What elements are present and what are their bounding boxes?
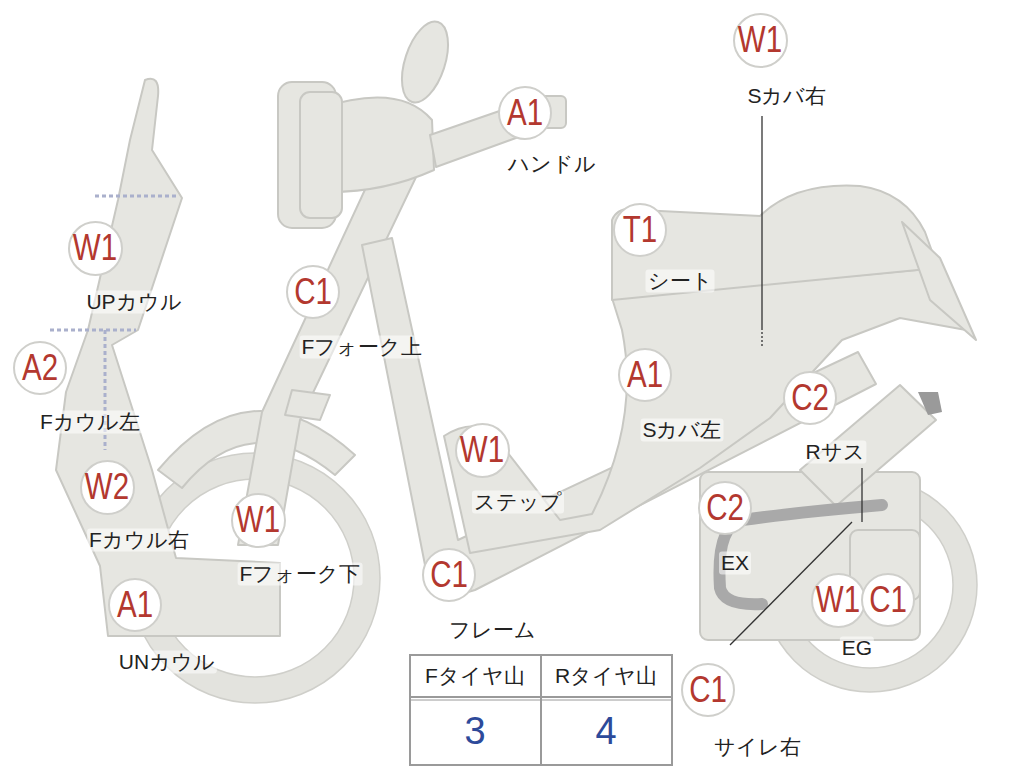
- callout-circle: T1シート: [613, 203, 667, 257]
- callout-circle: C1サイレ右: [681, 663, 735, 717]
- table-header: Fタイヤ山: [425, 664, 525, 687]
- callout-circle: C2Rサス: [783, 371, 837, 425]
- part-name: UPカウル: [84, 290, 183, 313]
- table-header: Rタイヤ山: [555, 664, 657, 687]
- leader-line: [761, 332, 762, 346]
- callout-code: C2: [706, 490, 744, 526]
- part-name: ステップ: [472, 490, 564, 513]
- callout-code: W1: [73, 230, 117, 266]
- callout-circle: A1ハンドル: [498, 86, 552, 140]
- part-name: Sカバ右: [745, 84, 828, 107]
- part-name: フレーム: [447, 618, 538, 641]
- seat: [612, 186, 938, 300]
- part-name: サイレ右: [712, 735, 803, 758]
- callout-code: W1: [460, 432, 504, 468]
- callout-circle: W1: [811, 573, 866, 628]
- callout-circle: W1ステップ: [455, 423, 510, 478]
- mirror: [393, 16, 457, 108]
- callout-circle: W2Fカウル右: [80, 460, 135, 515]
- callout-code: W1: [738, 22, 782, 58]
- part-name: Sカバ左: [640, 418, 723, 441]
- part-name: UNカウル: [117, 650, 217, 673]
- callout-circle: W1UPカウル: [68, 221, 123, 276]
- tail: [902, 222, 976, 340]
- callout-code: C1: [869, 582, 907, 618]
- fork-bracket: [285, 390, 330, 420]
- callout-code: C2: [791, 380, 829, 416]
- table-border: [410, 655, 672, 765]
- part-name: シート: [646, 269, 715, 292]
- part-name: Fカウル右: [87, 528, 191, 551]
- callout-circle: A1UNカウル: [108, 578, 162, 632]
- callout-code: A2: [22, 350, 58, 386]
- callout-circle: A1Sカバ左: [618, 348, 672, 402]
- callout-code: W2: [85, 469, 129, 505]
- table-cell: 4: [595, 711, 616, 753]
- part-name: Fフォーク上: [300, 335, 425, 358]
- callout-code: C1: [294, 274, 332, 310]
- callout-code: W1: [236, 502, 280, 538]
- part-name: EX: [719, 551, 751, 574]
- table-rule: [540, 655, 542, 765]
- panel-line: [95, 195, 176, 198]
- headlight-lens: [300, 92, 342, 218]
- part-name: ハンドル: [506, 152, 598, 175]
- callout-code: A1: [627, 357, 663, 393]
- callout-code: A1: [117, 587, 153, 623]
- panel-line: [50, 329, 136, 332]
- table-cell: 3: [464, 711, 485, 753]
- callout-circle: W1Fフォーク下: [231, 493, 286, 548]
- front-cowl: [56, 79, 280, 636]
- part-name: Rサス: [803, 440, 866, 463]
- part-name: Fカウル左: [38, 410, 142, 433]
- shock-mount: [918, 392, 942, 415]
- part-name: Fフォーク下: [238, 562, 363, 585]
- callout-code: C1: [689, 672, 727, 708]
- callout-circle: W1Sカバ右: [733, 13, 788, 68]
- leader-line: [861, 468, 862, 522]
- callout-circle: A2Fカウル左: [13, 341, 67, 395]
- callout-code: T1: [623, 212, 657, 248]
- callout-circle: C1Fフォーク上: [286, 265, 340, 319]
- callout-circle: C1: [861, 573, 915, 627]
- callout-circle: C1フレーム: [422, 548, 476, 602]
- callout-code: A1: [507, 95, 543, 131]
- leader-line: [761, 116, 762, 330]
- callout-code: C1: [430, 557, 468, 593]
- engine: [700, 472, 920, 640]
- callout-code: W1: [816, 582, 860, 618]
- part-name: EG: [840, 636, 874, 659]
- callout-circle: C2EX: [698, 481, 752, 535]
